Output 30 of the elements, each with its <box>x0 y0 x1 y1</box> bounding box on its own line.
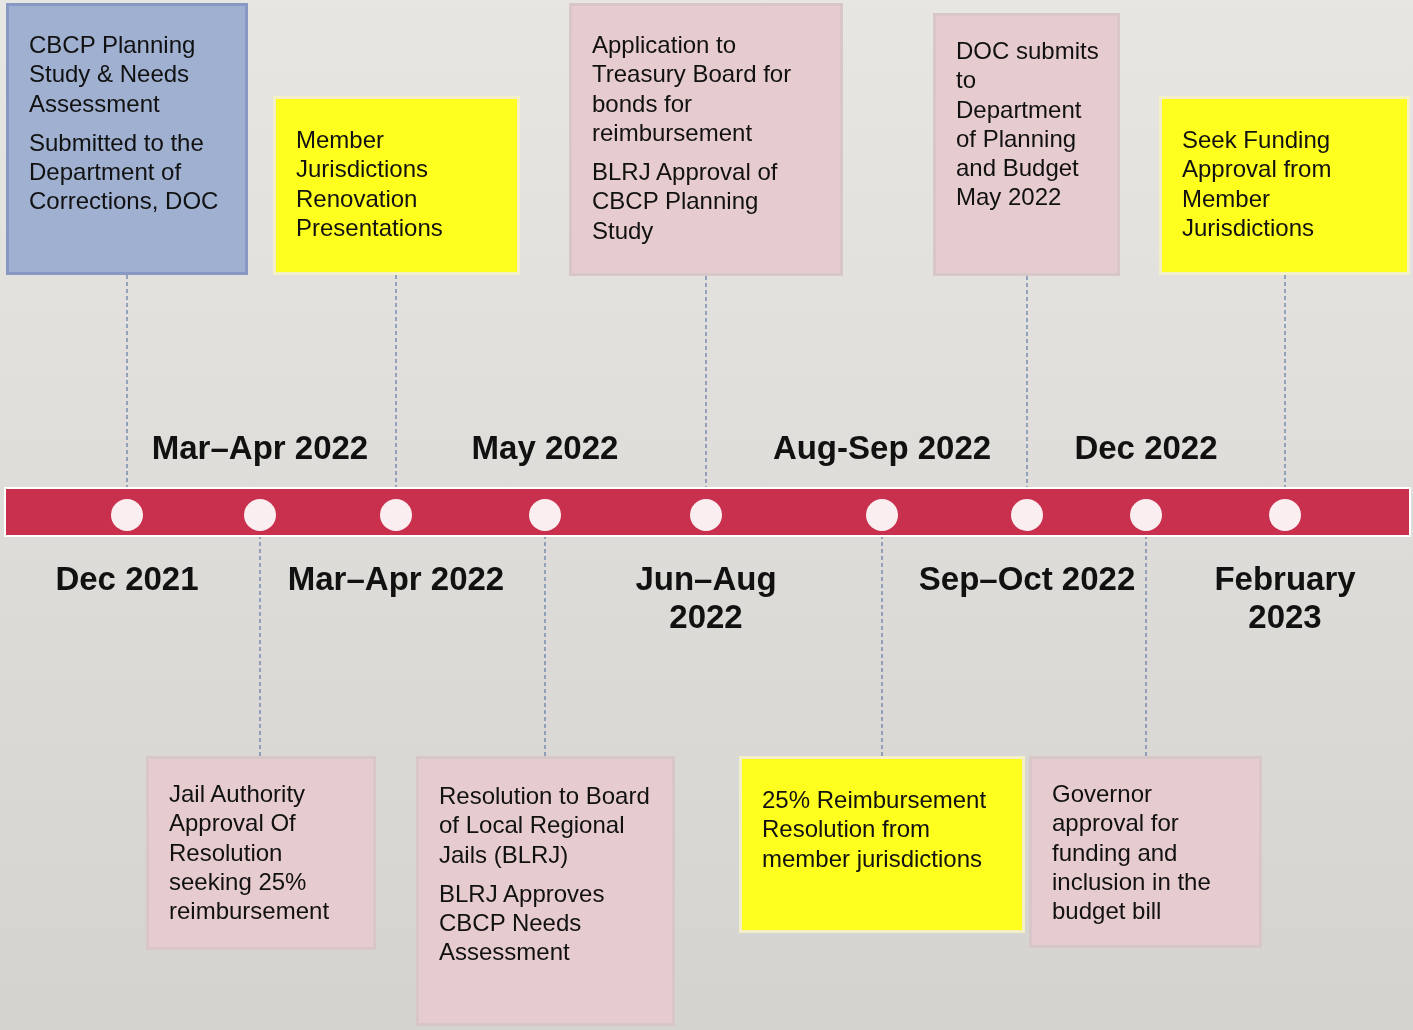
event-text: Application to Treasury Board for bonds for reimbursement <box>592 30 793 148</box>
event-text: Submitted to the Department of Corrections, DOC <box>29 127 220 216</box>
event-box <box>739 756 1025 933</box>
event-text: 25% Reimbursement Resolution from member jurisdictions <box>762 785 988 873</box>
date-label: Aug-Sep 2022 <box>772 429 992 467</box>
event-text: DOC submits to Department of Planning and Budget May 2022 <box>956 36 1100 212</box>
event-text: Governor approval for funding and inclusion in the budget bill <box>1052 779 1212 926</box>
event-box <box>146 756 376 950</box>
event-box <box>569 3 843 276</box>
event-text: BLRJ Approval of CBCP Planning Study <box>592 157 779 245</box>
event-box <box>933 13 1120 276</box>
date-label: Mar–Apr 2022 <box>150 429 370 467</box>
event-box <box>1029 756 1262 948</box>
date-label: Sep–Oct 2022 <box>917 560 1137 598</box>
event-text: Seek Funding Approval from Member Jurisdictions <box>1182 125 1333 243</box>
date-label: Dec 2022 <box>1073 429 1219 467</box>
event-box <box>273 96 520 275</box>
event-text: BLRJ Approves CBCP Needs Assessment <box>439 878 606 967</box>
date-label: Dec 2021 <box>54 560 200 598</box>
date-label: Jun–Aug 2022 <box>634 560 778 636</box>
event-text: Jail Authority Approval Of Resolution seeking 25% reimbursement <box>169 779 331 926</box>
date-label: February 2023 <box>1213 560 1357 636</box>
event-text: Member Jurisdictions Renovation Presentations <box>296 125 444 243</box>
date-label: Mar–Apr 2022 <box>286 560 506 598</box>
event-text: CBCP Planning Study & Needs Assessment <box>29 30 197 118</box>
event-box <box>416 756 675 1026</box>
event-box <box>1159 96 1410 275</box>
date-label: May 2022 <box>470 429 620 467</box>
event-text: Resolution to Board of Local Regional Jails (BLRJ) <box>439 781 651 869</box>
event-box <box>6 3 248 275</box>
